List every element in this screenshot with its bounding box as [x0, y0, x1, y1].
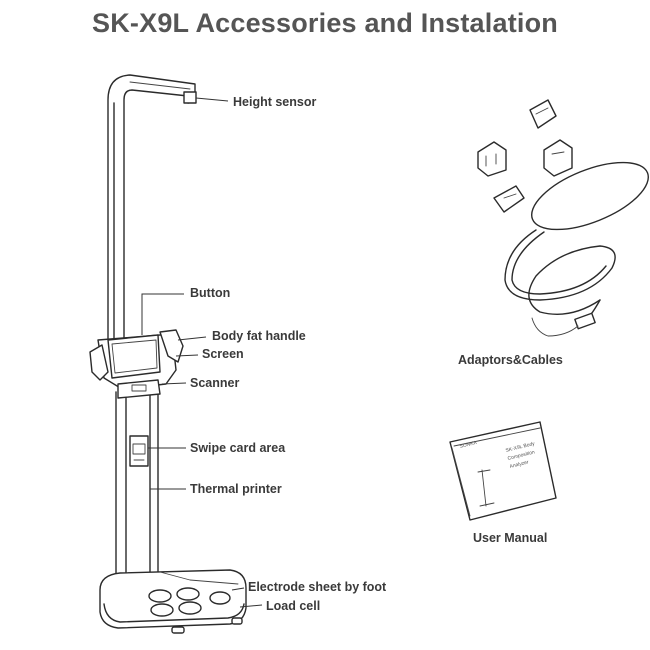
- user-manual-graphic: SONKA SK-X9L Body Composition Analyzer: [449, 421, 557, 521]
- page-title: SK-X9L Accessories and Instalation: [92, 8, 558, 38]
- label-electrode-sheet: Electrode sheet by foot: [248, 580, 387, 594]
- label-height-sensor: Height sensor: [233, 95, 317, 109]
- manual-line-3: Analyzer: [509, 459, 530, 470]
- label-adaptors-cables: Adaptors&Cables: [458, 353, 563, 367]
- label-scanner: Scanner: [190, 376, 240, 390]
- base-platform: [99, 569, 247, 634]
- adaptors-cables-graphic: [477, 99, 650, 337]
- label-body-fat-handle: Body fat handle: [212, 329, 306, 343]
- control-head: [89, 329, 184, 399]
- label-screen: Screen: [202, 347, 244, 361]
- main-column: [115, 389, 159, 586]
- plug-adapter-2: [477, 141, 507, 177]
- label-swipe-card-area: Swipe card area: [190, 441, 286, 455]
- plug-adapter-1: [529, 99, 557, 129]
- plug-adapter-3: [543, 139, 573, 177]
- label-user-manual: User Manual: [473, 531, 548, 545]
- leader-lines: [141, 97, 263, 608]
- label-load-cell: Load cell: [266, 599, 321, 613]
- label-button: Button: [190, 286, 231, 300]
- manual-brand: SONKA: [459, 440, 478, 450]
- label-thermal-printer: Thermal printer: [190, 482, 282, 496]
- plug-adapter-4: [493, 185, 525, 213]
- height-sensor-arm: [107, 74, 197, 356]
- swipe-card-area-graphic: [129, 435, 149, 467]
